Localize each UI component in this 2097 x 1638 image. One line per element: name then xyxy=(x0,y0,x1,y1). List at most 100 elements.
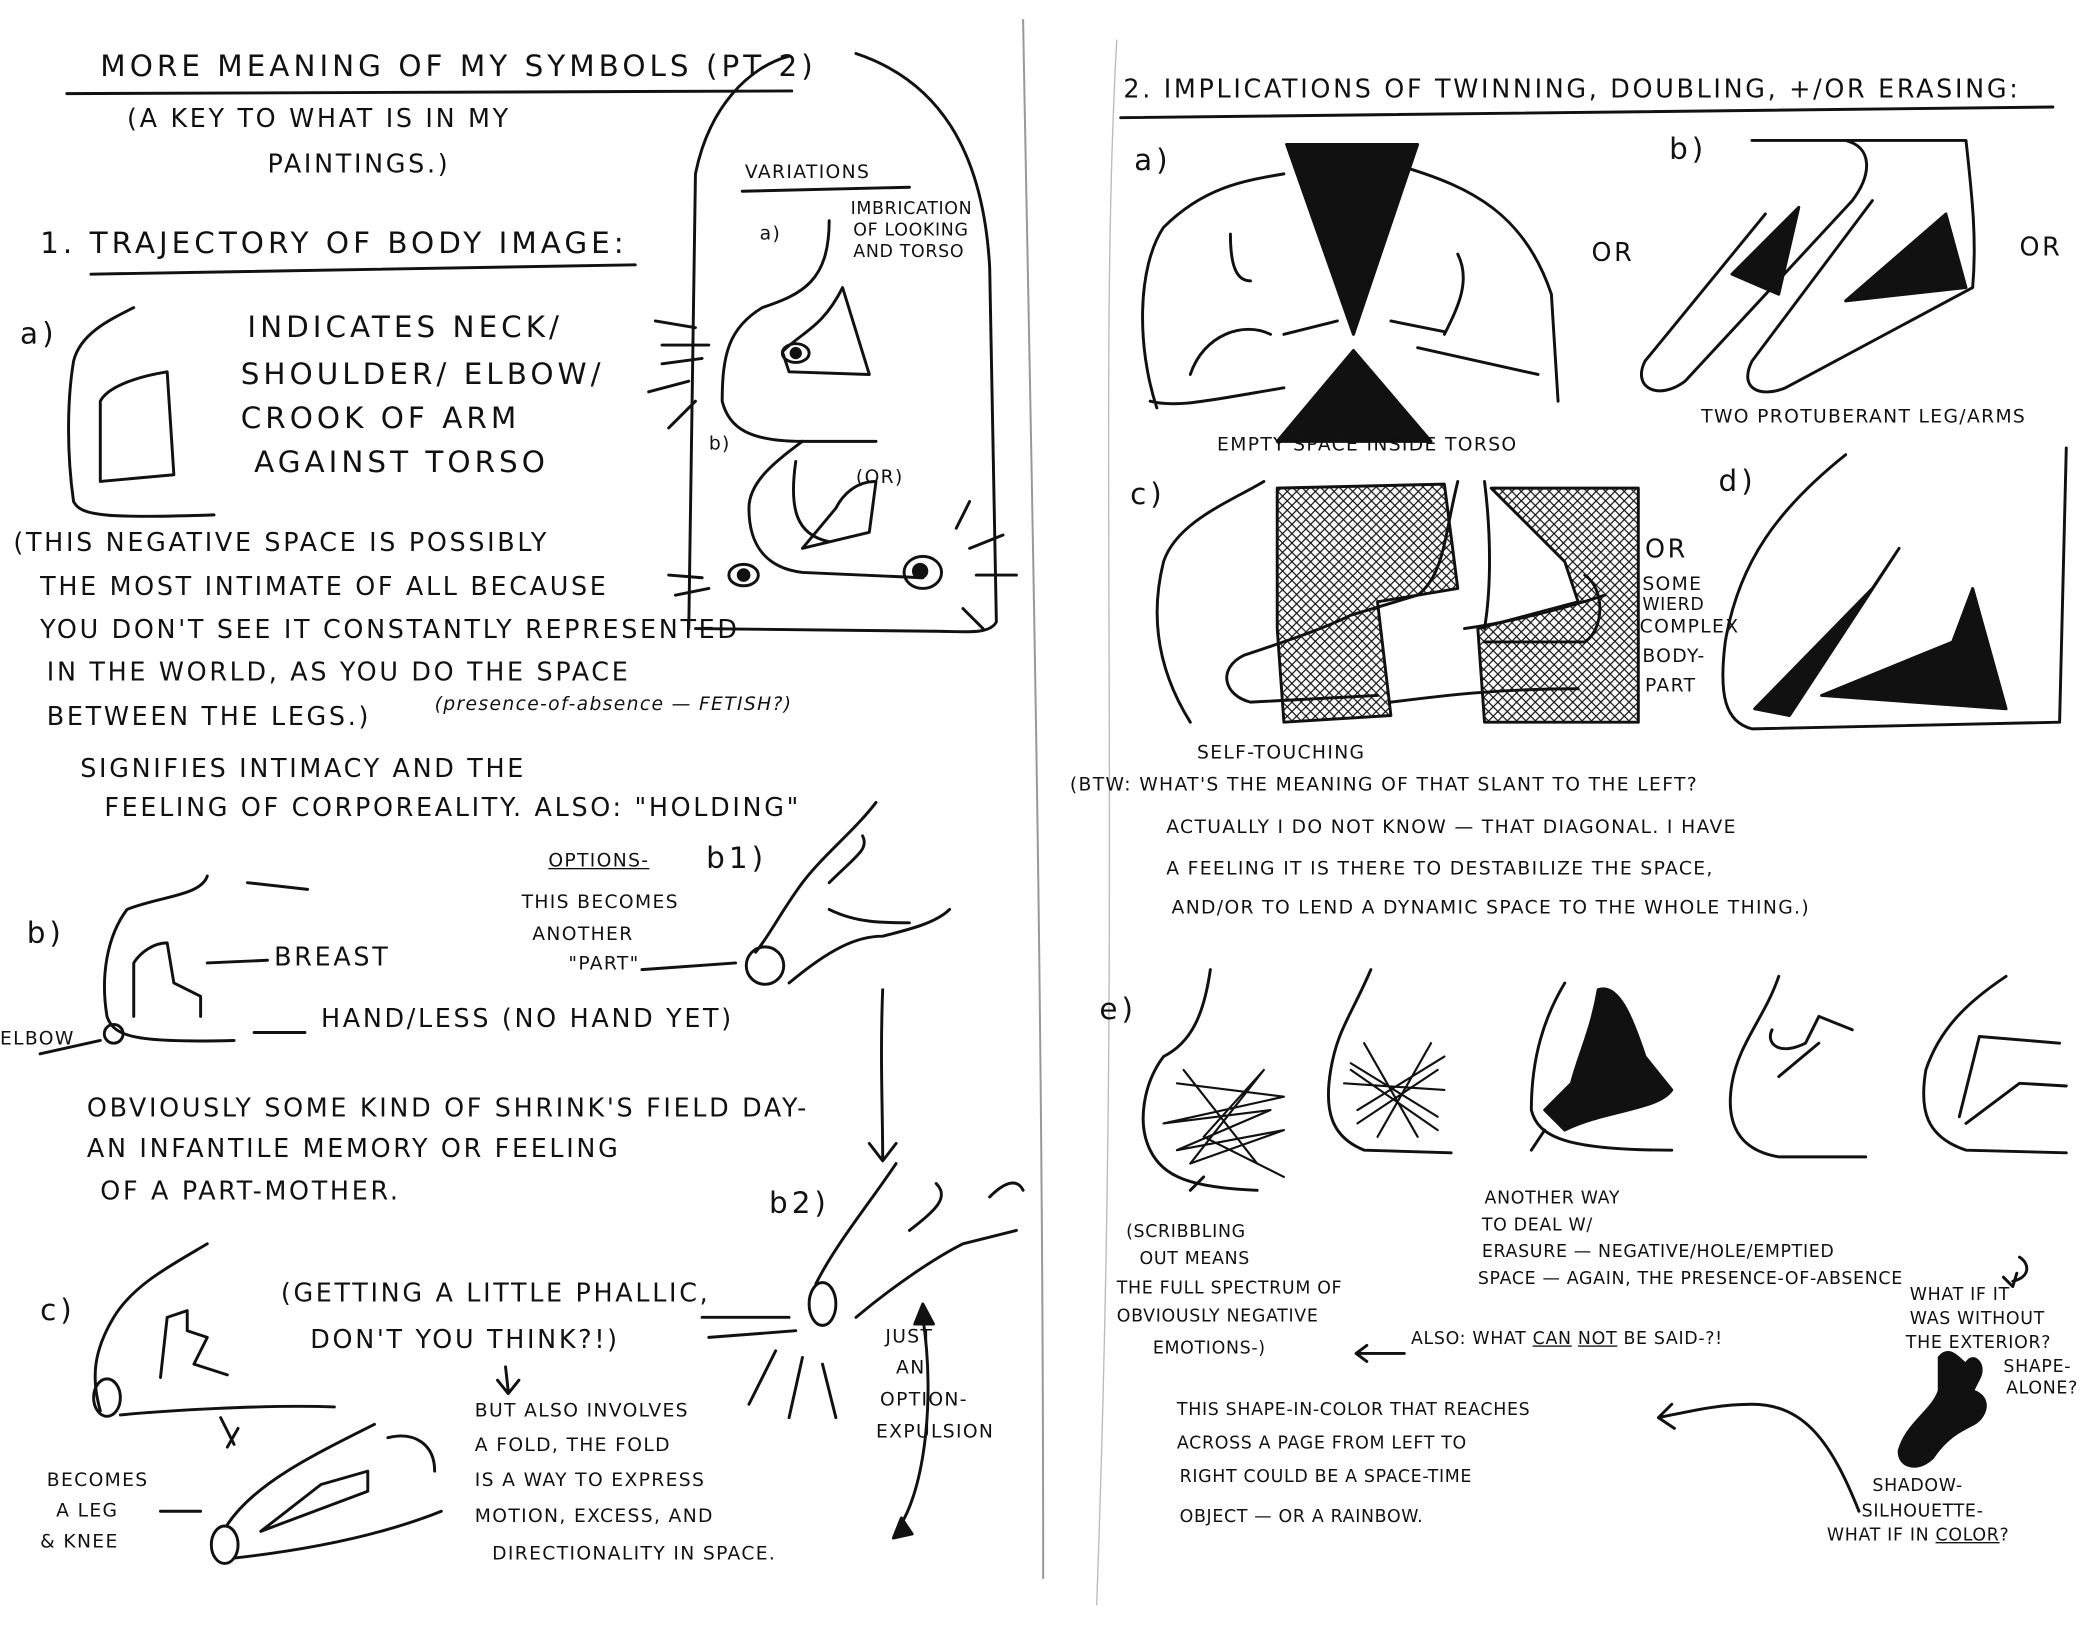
scribbling-line: EMOTIONS-) xyxy=(1152,1338,1266,1359)
a-text-line: SHOULDER/ ELBOW/ xyxy=(240,358,605,392)
shadow-line: SILHOUETTE- xyxy=(1861,1501,1984,1522)
elbow-label: ELBOW xyxy=(0,1028,75,1050)
fold-line: DIRECTIONALITY IN SPACE. xyxy=(492,1543,777,1565)
page-gutter-line xyxy=(1022,19,1045,1580)
options-label: OPTIONS- xyxy=(548,850,650,872)
shape-color-line: OBJECT — OR A RAINBOW. xyxy=(1179,1507,1424,1528)
paragraph-aside: (presence-of-absence — FETISH?) xyxy=(434,694,793,716)
expulsion-line: AN xyxy=(896,1357,926,1379)
btw-line: ACTUALLY I DO NOT KNOW — THAT DIAGONAL. … xyxy=(1166,817,1737,839)
hourglass-top xyxy=(1285,142,1420,336)
a-text-line: CROOK OF ARM xyxy=(240,402,521,436)
section1-a-label: a) xyxy=(20,318,58,352)
elbow-point xyxy=(102,1022,125,1045)
curved-arrow xyxy=(1656,1402,1861,1513)
another-way-line: SPACE — AGAIN, THE PRESENCE-OF-ABSENCE xyxy=(1477,1269,1903,1290)
e-figure-1 xyxy=(1141,968,1259,1192)
expulsion-line: JUST xyxy=(885,1326,934,1349)
variations-b-figure xyxy=(747,439,925,580)
e-figure-4 xyxy=(1728,974,1868,1159)
variations-b-label: b) xyxy=(708,433,731,455)
what-if-line: SHAPE- xyxy=(2003,1357,2072,1378)
cd-note: OR xyxy=(1645,534,1689,565)
e-scribble-1 xyxy=(1162,1068,1285,1178)
shape-color-line: RIGHT COULD BE A SPACE-TIME xyxy=(1179,1467,1473,1488)
shape-color-line: THIS SHAPE-IN-COLOR THAT REACHES xyxy=(1176,1400,1531,1421)
shrink-line: AN INFANTILE MEMORY OR FEELING xyxy=(86,1134,621,1164)
b2-arm-figure xyxy=(814,1162,1025,1319)
signifies-line: FEELING OF CORPOREALITY. ALSO: "HOLDING" xyxy=(104,793,801,823)
b-wedge-left xyxy=(1730,205,1801,296)
paragraph-line: (THIS NEGATIVE SPACE IS POSSIBLY xyxy=(13,528,550,558)
d-wedge-right xyxy=(1820,586,2008,711)
b2-label: b2) xyxy=(769,1187,830,1222)
breast-figure xyxy=(103,874,310,1043)
right-b-label: b) xyxy=(1669,133,1708,168)
variations-a-note: OF LOOKING xyxy=(853,220,969,241)
scribbling-line: (SCRIBBLING xyxy=(1126,1222,1246,1243)
e-erasure-blob xyxy=(1543,987,1674,1132)
right-c-label: c) xyxy=(1130,478,1166,513)
variations-underline xyxy=(740,185,911,193)
b2-elbow xyxy=(807,1281,838,1327)
paragraph-line: BETWEEN THE LEGS.) xyxy=(46,702,372,732)
a-text-line: INDICATES NECK/ xyxy=(247,311,563,346)
variations-b-pupil-right xyxy=(911,562,929,580)
section2-underline xyxy=(1119,105,2055,120)
c-caption: SELF-TOUCHING xyxy=(1196,742,1366,764)
what-if-line: WHAT IF IT xyxy=(1909,1285,2010,1306)
handless-label: HAND/LESS (NO HAND YET) xyxy=(320,1004,734,1034)
a-text-line: AGAINST TORSO xyxy=(254,446,549,481)
what-if-line: WAS WITHOUT xyxy=(1909,1309,2045,1330)
d-figure xyxy=(1721,446,2068,731)
e-pointer-arrows xyxy=(1188,1128,1547,1192)
shrink-line: OF A PART-MOTHER. xyxy=(100,1176,401,1207)
b1-note: "PART" xyxy=(568,953,640,975)
shadow-line: SHADOW- xyxy=(1872,1476,1963,1497)
c-elbow xyxy=(92,1377,122,1418)
c-figure xyxy=(93,1242,336,1417)
variations-b-eye-right xyxy=(902,554,944,590)
phallic-arrow xyxy=(496,1365,521,1396)
page-title: MORE MEANING OF MY SYMBOLS (PT 2) xyxy=(100,50,817,85)
what-if-line: THE EXTERIOR? xyxy=(1905,1333,2052,1354)
variations-heading: VARIATIONS xyxy=(744,161,871,184)
leg-note: A LEG xyxy=(56,1500,119,1522)
also-suffix: BE SAID-?! xyxy=(1617,1329,1723,1350)
variations-a-label: a) xyxy=(759,223,782,245)
what-if-color: WHAT IF IN COLOR? xyxy=(1827,1527,2010,1544)
section1-heading: 1. TRAJECTORY OF BODY IMAGE: xyxy=(40,227,628,261)
elbow-arrow xyxy=(38,1039,102,1056)
another-way-line: TO DEAL W/ xyxy=(1481,1215,1593,1236)
also-can: CAN xyxy=(1532,1329,1572,1350)
a-torso-figure xyxy=(1141,165,1560,410)
section1-b-label: b) xyxy=(26,917,65,951)
shadow-silhouette-blob xyxy=(1897,1351,1987,1468)
neck-shoulder-figure xyxy=(67,306,216,518)
btw-line: AND/OR TO LEND A DYNAMIC SPACE TO THE WH… xyxy=(1171,897,1810,919)
also-note: ALSO: WHAT CAN NOT BE SAID-?! xyxy=(1411,1331,1723,1348)
expulsion-spray xyxy=(700,1315,838,1420)
another-way-line: ANOTHER WAY xyxy=(1484,1188,1621,1210)
c-arms-figure xyxy=(1155,479,1607,724)
a-torso-details xyxy=(1228,232,1465,336)
hourglass-bottom xyxy=(1275,348,1433,443)
e-scribble-2 xyxy=(1343,1042,1446,1138)
subtitle-line: PAINTINGS.) xyxy=(267,149,451,180)
phallic-line: DON'T YOU THINK?!) xyxy=(310,1325,620,1355)
what-if-color-suffix: ? xyxy=(1999,1525,2010,1547)
expulsion-line: EXPULSION xyxy=(875,1421,995,1444)
section2-heading: 2. IMPLICATIONS OF TWINNING, DOUBLING, +… xyxy=(1123,74,2021,105)
b-caption: TWO PROTUBERANT LEG/ARMS xyxy=(1701,406,2027,428)
shrink-line: OBVIOUSLY SOME KIND OF SHRINK'S FIELD DA… xyxy=(86,1093,810,1124)
btw-line: A FEELING IT IS THERE TO DESTABILIZE THE… xyxy=(1166,858,1714,881)
variations-b-eye-left xyxy=(727,562,760,588)
variations-a-note: AND TORSO xyxy=(853,242,965,263)
right-d-label: d) xyxy=(1718,465,1757,499)
d-wedge-left xyxy=(1753,546,1901,717)
arrow-down xyxy=(867,988,898,1163)
b1-note: THIS BECOMES xyxy=(521,892,679,914)
variations-or-label: (OR) xyxy=(855,466,904,489)
